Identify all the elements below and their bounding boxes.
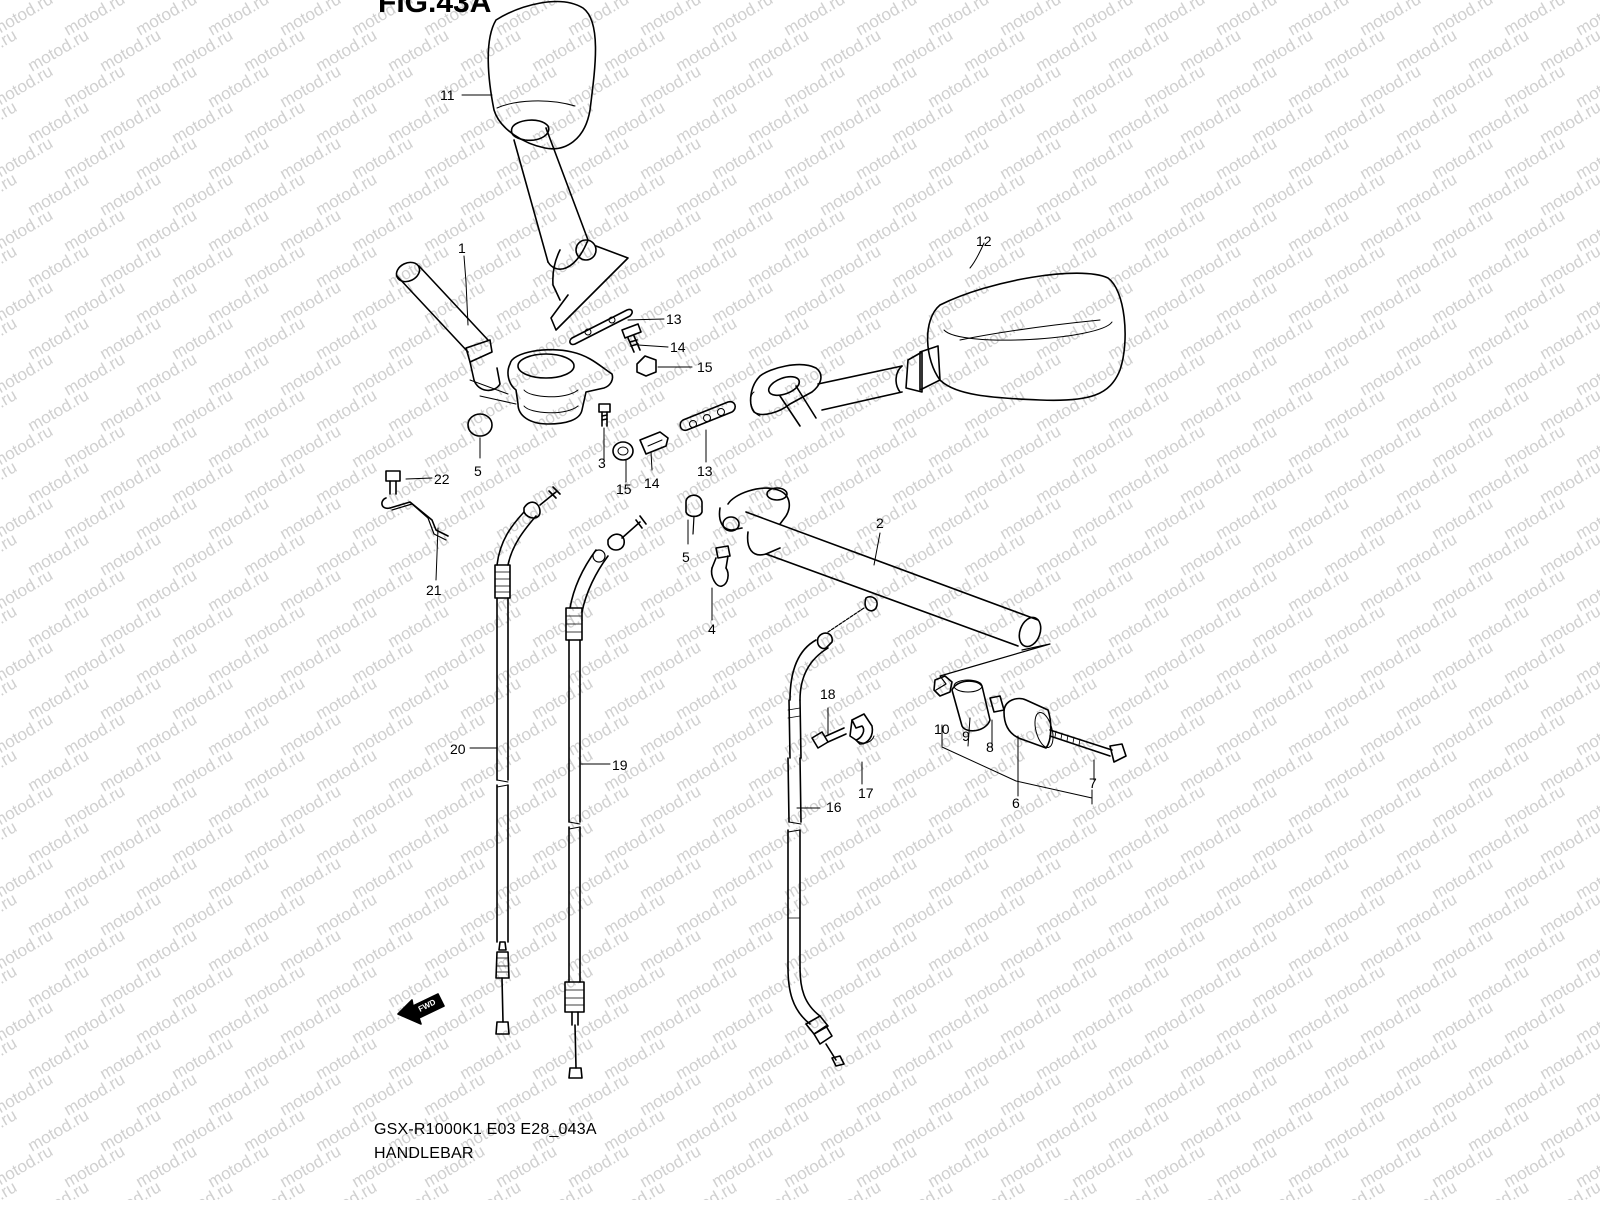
callout-21: 21 [426,582,442,598]
callout-3: 3 [598,455,606,471]
watermark-text: motod.ru [0,1177,20,1200]
callout-5-left: 5 [474,463,482,479]
watermark-text: motod.ru [241,1177,309,1200]
callout-8: 8 [986,739,994,755]
watermark-text: motod.ru [745,1177,813,1200]
watermark-text: motod.ru [25,1177,93,1200]
watermark-text: motod.ru [0,745,20,795]
callout-19: 19 [612,757,628,773]
watermark-text: motod.ru [0,673,20,723]
callout-16: 16 [826,799,842,815]
watermark-text: motod.ru [97,1177,165,1200]
watermark-text: motod.ru [1105,1177,1173,1200]
callout-12: 12 [976,233,992,249]
watermark-text: motod.ru [0,169,20,219]
watermark-text: motod.ru [889,1177,957,1200]
watermark-text: motod.ru [1033,1177,1101,1200]
callout-20: 20 [450,741,466,757]
callout-5-right: 5 [682,549,690,565]
callout-15-lower: 15 [616,481,632,497]
callout-13-upper: 13 [666,311,682,327]
watermark-text: motod.ru [385,1177,453,1200]
callout-15-upper: 15 [697,359,713,375]
watermark-text: motod.ru [0,385,20,435]
callout-14-upper: 14 [670,339,686,355]
watermark-text: motod.ru [0,889,20,939]
watermark-text: motod.ru [0,601,20,651]
watermark-text: motod.ru [0,0,20,3]
callout-6: 6 [1012,795,1020,811]
watermark-text: motod.ru [0,313,20,363]
diagram-code: GSX-R1000K1 E03 E28_043A [374,1121,597,1139]
callout-10: 10 [934,721,950,737]
watermark-text: motod.ru [1249,1177,1317,1200]
part-15-upper-nut [637,356,656,376]
watermark-text: motod.ru [1537,1177,1600,1200]
callout-22: 22 [434,471,450,487]
watermark-text: motod.ru [457,1177,525,1200]
watermark-text: motod.ru [0,529,20,579]
watermark-text: motod.ru [1465,1177,1533,1200]
callout-13-lower: 13 [697,463,713,479]
callout-7: 7 [1089,775,1097,791]
watermark-text: motod.ru [1393,1177,1461,1200]
watermark-text: motod.ru [169,1177,237,1200]
watermark-text: motod.ru [601,1177,669,1200]
callout-1: 1 [458,240,466,256]
figure-title: FIG.43A [378,0,491,20]
diagram-name: HANDLEBAR [374,1145,474,1163]
watermark-text: motod.ru [0,457,20,507]
callout-2: 2 [876,515,884,531]
callout-18: 18 [820,686,836,702]
callout-11: 11 [440,87,455,103]
watermark-text: motod.ru [0,241,20,291]
watermark-text: motod.ru [0,817,20,867]
watermark-text: motod.ru [673,1177,741,1200]
part-15-lower-nut [613,442,633,460]
callout-17: 17 [858,785,874,801]
watermark-text: motod.ru [313,1177,381,1200]
watermark-text: motod.ru [529,1177,597,1200]
callout-4: 4 [708,621,716,637]
watermark-text: motod.ru [961,1177,1029,1200]
watermark-text: motod.ru [1321,1177,1389,1200]
watermark-text: motod.ru [0,961,20,1011]
watermark-text: motod.ru [0,25,20,75]
watermark-text: motod.ru [0,1105,20,1155]
watermark-text: motod.ru [0,1033,20,1083]
watermark-text: motod.ru [0,97,20,147]
watermark-text: motod.ru [817,1177,885,1200]
callout-14-lower: 14 [644,475,660,491]
callout-9: 9 [962,728,970,744]
watermark-text: motod.ru [1177,1177,1245,1200]
